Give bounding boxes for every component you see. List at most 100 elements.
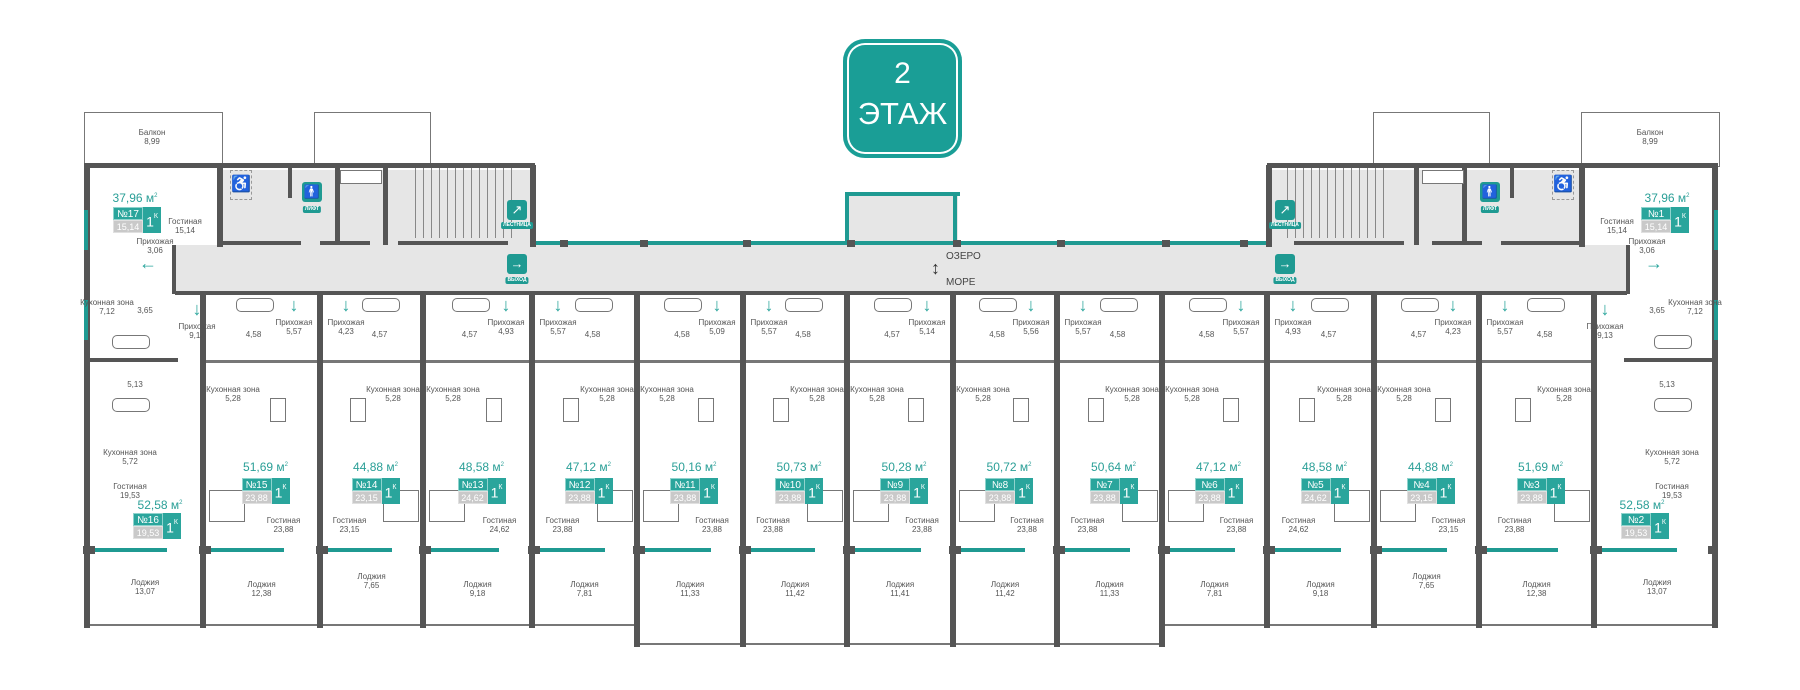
apartment-area: 48,58 м2 [1302, 460, 1347, 474]
wall-stub [199, 546, 211, 554]
living-room-label-text: 23,88 [911, 525, 933, 534]
loggia-rail [1597, 624, 1712, 626]
area-value: 37,96 [1644, 191, 1675, 205]
loggia-label-text: 7,81 [576, 589, 593, 598]
kitchen-label-text: 7,12 [1687, 307, 1703, 316]
hall-label-text: Прихожая [908, 318, 946, 327]
kitchen-label-text: Кухонная зона [956, 385, 1010, 394]
wet-wall [1165, 360, 1264, 363]
hall-label-text: 4,23 [338, 327, 354, 336]
living-room-label-text: Гостиная [1281, 516, 1316, 525]
arrow-down-icon: ↓ [1600, 299, 1610, 319]
loggia-label-text: 12,38 [1526, 589, 1547, 598]
kitchen-label-text: Кухонная зона [103, 448, 157, 457]
living-area-value: 19,53 [1621, 526, 1651, 539]
unit-wall [317, 293, 323, 628]
outer-wall-top [84, 163, 535, 168]
living-area-value: 15,14 [113, 220, 143, 233]
room-count: 1К [700, 478, 718, 504]
bathtub [451, 298, 490, 312]
area-value: 47,12 [1196, 460, 1227, 474]
hall-label-text: 5,57 [286, 327, 302, 336]
living-room-label-text: 23,88 [1226, 525, 1247, 534]
wall-stub [1158, 546, 1170, 554]
area-sup: 2 [1559, 462, 1563, 468]
area-sup: 2 [1132, 462, 1136, 468]
exit-icon: → [507, 254, 527, 274]
apartment-area: 50,64 м2 [1091, 460, 1136, 474]
area-sup: 2 [818, 462, 822, 468]
window [1382, 548, 1448, 552]
hall-label-text: Прихожая [487, 318, 525, 327]
loggia-label-text: 11,33 [680, 589, 700, 598]
living-area-value: 23,88 [670, 491, 700, 504]
window [1487, 548, 1559, 552]
loggia-label-text: Лоджия [1412, 572, 1441, 581]
arrow-down-icon: ↓ [341, 295, 351, 315]
unit-partition [1624, 358, 1712, 362]
area-sup: 2 [1661, 500, 1665, 506]
unit-wall [634, 293, 640, 647]
lift-shaft [1422, 170, 1464, 184]
window [961, 548, 1026, 552]
window [1065, 548, 1131, 552]
core-bottom-wall [398, 241, 508, 245]
living-room-label-text: Гостиная [1600, 217, 1634, 226]
core-wall [1414, 165, 1419, 245]
living-room-label-text: 23,15 [1438, 525, 1459, 534]
apartment-area: 44,88 м2 [353, 460, 398, 474]
apartment-number: №13 [457, 478, 488, 491]
kitchen-label-text: 7,12 [99, 307, 115, 316]
living-room-label-text: Гостиная [1655, 482, 1689, 491]
loggia-rail [1060, 643, 1159, 645]
core-bottom-wall [1501, 241, 1581, 245]
apartment-number: №4 [1406, 478, 1437, 491]
living-room-label-text: 19,53 [1661, 491, 1683, 500]
kitchen-label-text: Кухонная зона [1105, 385, 1159, 394]
loggia-label-text: Лоджия [1522, 580, 1551, 589]
wall-stub [949, 546, 961, 554]
central-projection-top [845, 192, 960, 196]
corridor-bottom-wall [175, 291, 1627, 295]
hall-label-text: 5,57 [1075, 327, 1091, 336]
stairs-icon: ↗ [1275, 200, 1295, 220]
area-unit: м [1124, 460, 1133, 474]
kitchen-label-text: Кухонная зона [1317, 385, 1371, 394]
central-projection-side [953, 192, 957, 245]
kitchen-label-text: 5,28 [1396, 394, 1412, 403]
bathroom-area-text: 3,65 [1649, 306, 1665, 315]
living-room-label-text: Гостиная [1431, 516, 1466, 525]
living-room-label-text: 15,14 [1606, 226, 1628, 235]
wet-wall [850, 360, 950, 363]
living-room-label-text: Гостиная [168, 217, 202, 226]
bathroom-area-text: 4,58 [674, 330, 690, 339]
hall-label-text: 9,13 [189, 331, 205, 340]
